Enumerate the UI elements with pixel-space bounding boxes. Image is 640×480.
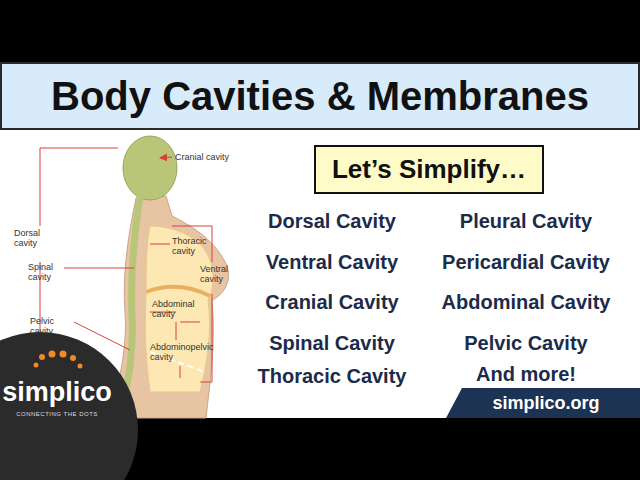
list-item: Cranial Cavity [265, 291, 398, 314]
logo-disc [0, 332, 138, 480]
logo-dots [34, 351, 83, 369]
cavity-label: Cranial cavity [175, 152, 229, 162]
box-text: Let’s Simplify… [332, 154, 526, 185]
list-item: Thoracic Cavity [258, 365, 407, 388]
body-outline [110, 196, 228, 418]
url-banner [446, 388, 640, 418]
title-text: Body Cavities & Membranes [51, 74, 589, 119]
list-item: Pericardial Cavity [442, 251, 610, 274]
cavity-label: Thoracic cavity [172, 236, 214, 257]
diaphragm [146, 287, 210, 296]
list-item: Pelvic Cavity [464, 332, 587, 355]
list-item: Ventral Cavity [266, 251, 398, 274]
highlight-box: Let’s Simplify… [314, 145, 544, 194]
leader-lines [40, 148, 212, 392]
cavity-label: Pelvic cavity [30, 316, 70, 337]
cavity-label: Dorsal cavity [14, 228, 54, 249]
list-item: Abdominal Cavity [442, 291, 611, 314]
list-item: Spinal Cavity [269, 332, 395, 355]
logo-tagline: CONNECTING THE DOTS [16, 411, 98, 418]
cavity-label: Abdominopelvic cavity [150, 342, 228, 363]
list-item: Pleural Cavity [460, 210, 592, 233]
list-item: Dorsal Cavity [268, 210, 396, 233]
ventral-cavity [145, 226, 213, 392]
cavity-label: Abdominal cavity [152, 299, 202, 320]
list-item: And more! [476, 363, 576, 386]
spinal-cavity [124, 196, 140, 400]
cavity-label: Ventral cavity [200, 264, 240, 285]
cavity-label: Spinal cavity [28, 262, 62, 283]
logo-wordmark: simplico [2, 377, 112, 408]
title-band [1, 63, 639, 129]
cranial-cavity [123, 136, 177, 200]
url-text: simplico.org [492, 393, 599, 414]
